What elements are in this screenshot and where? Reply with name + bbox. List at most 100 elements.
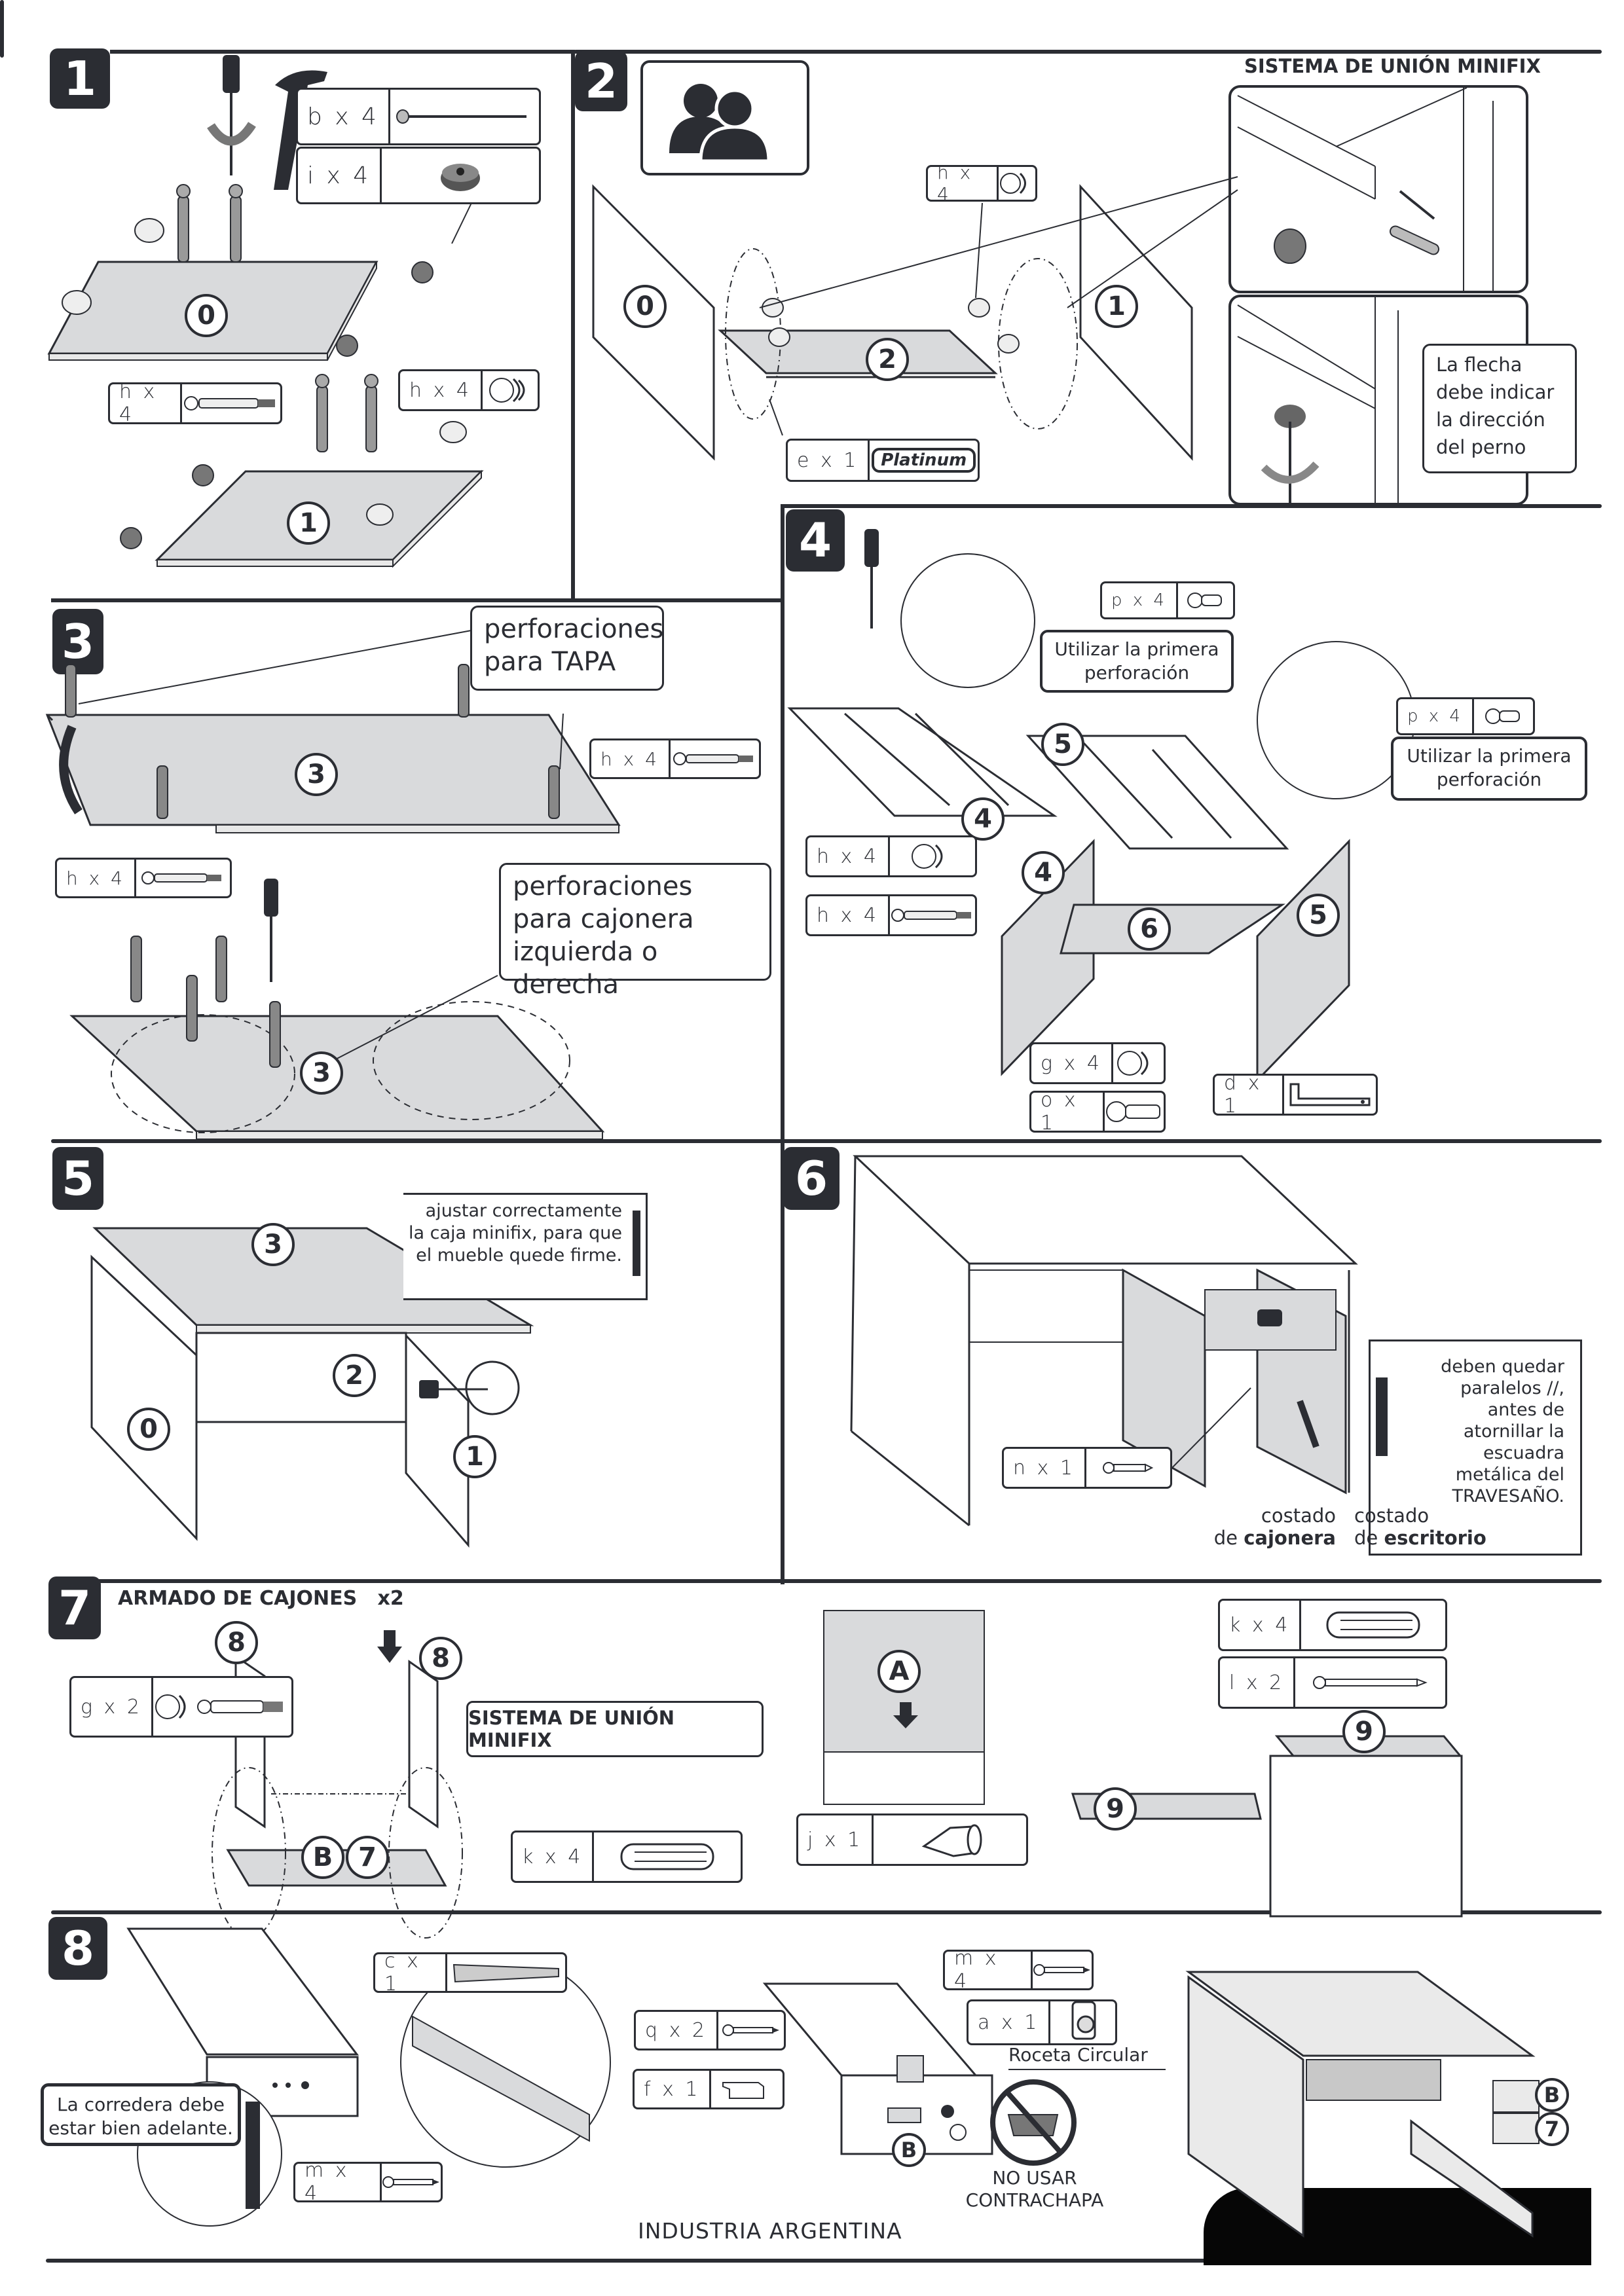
panel-label-2: 2 <box>333 1354 376 1397</box>
part-box-p: p x 4 <box>1396 697 1535 735</box>
warning-exclamation-icon <box>1376 1377 1388 1456</box>
panel-label-b: B <box>301 1836 344 1879</box>
part-box-h-bolt: h x 4 <box>55 858 232 898</box>
warning-exclamation-icon <box>633 1211 640 1276</box>
minifix-bolts-panel1 <box>316 374 466 525</box>
minifix-bolt-icon <box>182 384 280 422</box>
panel-label-a: A <box>877 1650 921 1693</box>
part-label: c x 1 <box>375 1950 447 1995</box>
screwdriver-icon <box>864 529 879 629</box>
minifix-detail-insert <box>1228 85 1528 293</box>
step-badge-8: 8 <box>48 1917 107 1980</box>
part-box-c: c x 1 <box>373 1950 567 1995</box>
panel-label-0: 0 <box>185 294 228 337</box>
part-box-d: d x 1 <box>1213 1072 1378 1118</box>
panel-label-6: 6 <box>1128 907 1171 951</box>
step-badge-6: 6 <box>783 1147 840 1210</box>
part-box-k: k x 4 <box>511 1831 743 1883</box>
callout-perforaciones-cajonera: perforaciones para cajonera izquierda o … <box>499 863 771 1000</box>
step-badge-2: 2 <box>575 51 627 111</box>
two-people-icon <box>640 60 809 175</box>
screwdriver-icon <box>264 879 278 982</box>
long-screw-icon <box>1295 1658 1445 1707</box>
no-contrachapa-icon <box>993 2082 1074 2163</box>
step-badge-4: 4 <box>786 509 845 572</box>
panel-label-b: B <box>892 2133 926 2167</box>
part-box-g: g x 4 <box>1029 1042 1166 1084</box>
panel-label-0: 0 <box>623 285 667 328</box>
panel-6-shelf <box>1061 905 1282 953</box>
minifix-bolts <box>177 185 242 262</box>
rule-step7-top <box>51 1579 1602 1583</box>
part-box-m: m x 4 <box>293 2159 443 2205</box>
callout-text: perforaciones para TAPA <box>484 614 664 677</box>
part-label: i x 4 <box>298 149 382 202</box>
panel-label-8: 8 <box>215 1621 258 1664</box>
callout-text: La corredera debe estar bien adelante. <box>48 2094 233 2139</box>
step-badge-1: 1 <box>50 48 110 109</box>
part-box-n <box>0 0 4 58</box>
part-label: k x 4 <box>1220 1601 1302 1649</box>
minifix-system-box: SISTEMA DE UNIÓN MINIFIX <box>466 1701 764 1757</box>
assembled-desk <box>1189 1972 1539 2236</box>
part-label: g x 4 <box>1031 1044 1113 1082</box>
part-label: a x 1 <box>969 2001 1051 2043</box>
angle-bracket-icon <box>1284 1076 1376 1114</box>
part-label: q x 2 <box>636 2012 718 2049</box>
warning-no-contrachapa: NO USAR CONTRACHAPA <box>965 2167 1104 2211</box>
divider-step3-step4 <box>781 504 784 1584</box>
drawer-assembly-heading: ARMADO DE CAJONES x2 <box>118 1587 404 1610</box>
rule-step5-top <box>51 1139 1602 1143</box>
panel-label-0: 0 <box>127 1408 170 1451</box>
drawer-box-a <box>824 1611 984 1804</box>
desk-frame <box>851 1156 1356 1525</box>
part-box-h-cam: h x 4 <box>398 369 540 411</box>
rule-bottom <box>46 2259 1211 2263</box>
knob-icon <box>874 1815 1026 1864</box>
part-box-h-cam: h x 4 <box>805 835 977 877</box>
callout-paralelos: deben quedar paralelos //, antes de ator… <box>1369 1339 1582 1556</box>
panel-4-flat <box>790 708 1054 816</box>
step6-illustration <box>0 0 1624 1578</box>
part-label: h x 4 <box>110 380 182 426</box>
step7-illustration <box>0 0 1624 1912</box>
platinum-label-icon: Platinum <box>870 441 978 480</box>
callout-primera-perforacion: Utilizar la primera perforación <box>1391 737 1587 801</box>
part-box-m: m x 4 <box>943 1947 1094 1993</box>
part-label: b x 4 <box>298 90 390 143</box>
panel-label-9: 9 <box>1342 1710 1386 1753</box>
rule-top-step1 <box>110 50 574 54</box>
minifix-cam-icon <box>483 371 538 409</box>
part-label: j x 1 <box>798 1815 874 1864</box>
label-costado-cajonera: costado de cajonera <box>1213 1504 1336 1549</box>
part-label: n x 1 <box>1004 1449 1086 1487</box>
callout-text: ajustar correctamente la caja minifix, p… <box>409 1201 622 1266</box>
minifix-set-icon <box>153 1678 291 1736</box>
panel-5-flat <box>1028 736 1287 848</box>
part-box-p: p x 4 <box>1100 581 1235 619</box>
step5-illustration <box>0 0 786 1578</box>
part-label: h x 4 <box>591 740 671 777</box>
part-box-l: l x 2 <box>1218 1656 1447 1709</box>
part-box-g-set: g x 2 <box>69 1676 293 1738</box>
callout-perforaciones-tapa: perforaciones para TAPA <box>470 606 664 691</box>
rule-top-step2 <box>574 50 1602 54</box>
euro-screw-icon <box>1474 699 1533 733</box>
callout-text: Utilizar la primera perforación <box>1407 745 1572 790</box>
part-label: p x 4 <box>1398 699 1474 733</box>
part-label: l x 2 <box>1220 1658 1296 1707</box>
minifix-bolts <box>65 665 559 818</box>
screw-icon <box>1033 1952 1092 1988</box>
panel-label-9: 9 <box>1094 1787 1137 1831</box>
panel-label-3: 3 <box>251 1223 295 1266</box>
part-box-h-cam: h x 4 <box>926 162 1037 205</box>
panel-label-5: 5 <box>1297 894 1340 937</box>
drawer-slide-icon <box>447 1954 565 1991</box>
part-box-h-bolt: h x 4 <box>589 738 761 779</box>
step1-illustration <box>0 55 576 602</box>
screwdriver-icon <box>211 55 252 175</box>
lock-strike-block-icon <box>711 2071 783 2107</box>
rule-step8-top <box>51 1910 1602 1914</box>
wood-screw-icon <box>1086 1449 1170 1487</box>
label-costado-escritorio: costado de escritorio <box>1354 1504 1486 1549</box>
